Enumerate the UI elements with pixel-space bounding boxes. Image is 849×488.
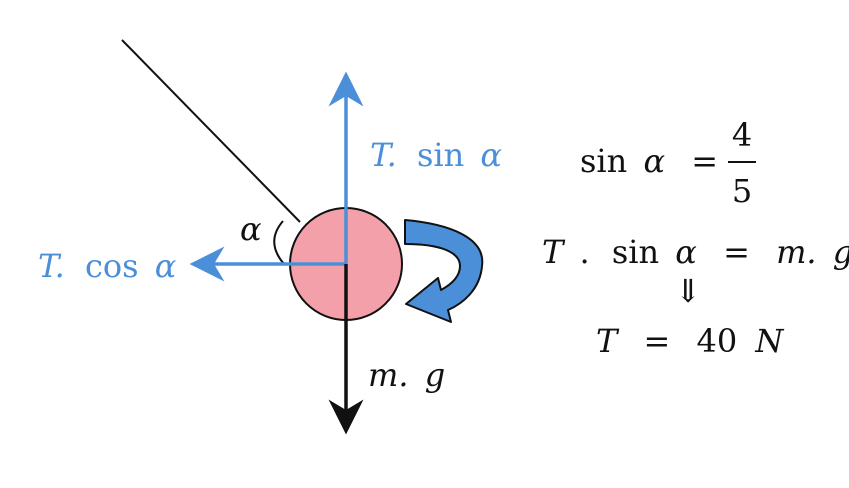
t-sin-italic: T. (370, 136, 397, 174)
t-sin-angle: α (480, 136, 502, 174)
curved-arrow-icon (404, 219, 484, 323)
eq1-equals: = (691, 142, 718, 180)
eq3-equals: = (644, 322, 671, 360)
eq2-dot: . (580, 233, 590, 271)
eq1-denominator: 5 (732, 172, 752, 210)
eq2-m: m. (776, 233, 817, 271)
eq1-numerator: 4 (732, 116, 752, 154)
t-cos-angle: α (155, 247, 177, 285)
eq2-equals: = (723, 233, 750, 271)
weight-label: m. g (368, 356, 445, 394)
eq3-t: T (596, 322, 620, 360)
equation-balance: T . sin α = m. g (542, 233, 849, 271)
eq3-value: 40 (697, 322, 738, 360)
rope-line (121, 39, 301, 223)
weight-g: g (425, 356, 445, 394)
implies-arrow: ⇓ (675, 272, 702, 310)
eq2-t: T (542, 233, 566, 271)
t-cos-italic: T. (38, 247, 65, 285)
eq1-func: sin (580, 142, 627, 180)
equation-result: T = 40 N (596, 322, 784, 360)
eq1-angle: α (643, 142, 665, 180)
eq2-func: sin (612, 233, 659, 271)
t-cos-func: cos (85, 247, 139, 285)
angle-arc (273, 220, 285, 265)
angle-label: α (240, 210, 262, 248)
weight-m: m. (368, 356, 409, 394)
equation-sin-ratio: sin α = 4 5 (580, 116, 756, 210)
t-sin-label: T. sin α (370, 136, 502, 174)
eq2-angle: α (675, 233, 697, 271)
t-sin-func: sin (417, 136, 464, 174)
svg-text:sin α =: sin α = (580, 142, 718, 180)
eq2-g: g (833, 233, 849, 271)
eq3-unit: N (754, 322, 784, 360)
t-cos-label: T. cos α (38, 247, 176, 285)
